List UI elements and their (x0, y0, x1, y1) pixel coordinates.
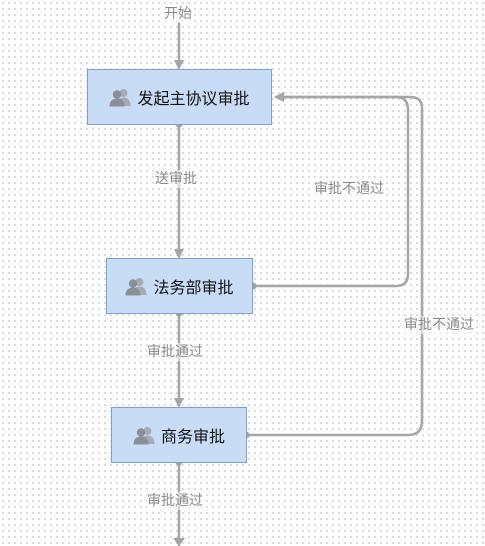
node-business-approval[interactable]: 商务审批 (111, 407, 247, 463)
edge-label-legal-reject: 审批不通过 (314, 180, 384, 198)
edge-label-business-reject: 审批不通过 (404, 316, 474, 334)
edge-label-legal-approve: 审批通过 (147, 343, 203, 361)
node-label: 法务部审批 (153, 278, 234, 297)
node-label: 商务审批 (160, 427, 225, 446)
user-group-icon (125, 278, 147, 296)
node-label: 发起主协议审批 (137, 89, 250, 108)
user-group-icon (133, 427, 155, 445)
node-initiate-agreement-approval[interactable]: 发起主协议审批 (87, 69, 272, 125)
user-group-icon (109, 89, 131, 107)
edge-label-business-approve: 审批通过 (147, 492, 203, 510)
arrowhead-bottom (173, 538, 185, 546)
edge-label-send-approval: 送审批 (155, 170, 197, 188)
node-legal-approval[interactable]: 法务部审批 (106, 258, 253, 314)
start-label: 开始 (164, 5, 192, 23)
connector-business-reject-to-initiate[interactable] (246, 92, 424, 437)
